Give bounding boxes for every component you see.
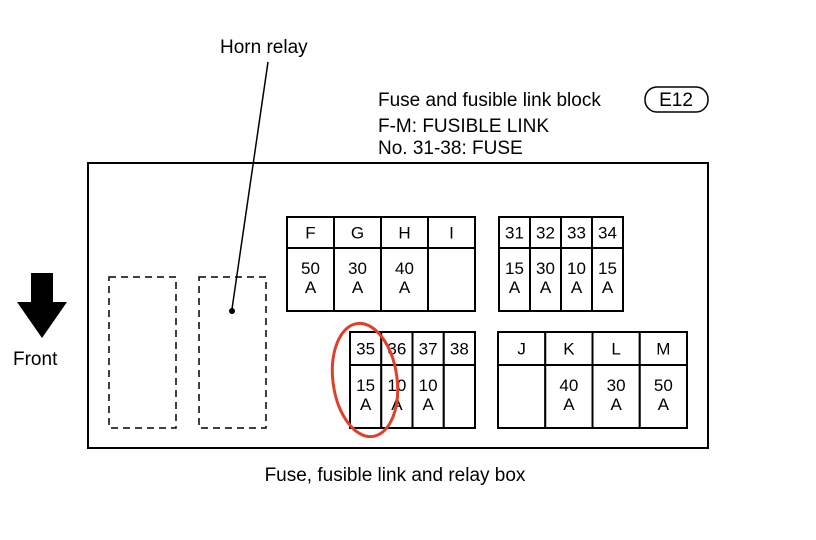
fuse-id: H <box>398 224 410 243</box>
fuse-rating-unit: A <box>399 278 411 297</box>
fuse-rating-unit: A <box>602 278 614 297</box>
cell-body <box>380 247 429 312</box>
fuse-rating-unit: A <box>360 395 372 414</box>
horn-relay-dot <box>229 308 235 314</box>
cell-header <box>380 331 414 366</box>
fuse-cell-33: 33 10A <box>560 216 593 312</box>
block-title: Fuse and fusible link block <box>378 90 601 111</box>
fuse-cell-H: H 40A <box>380 216 429 312</box>
horn-relay-label: Horn relay <box>220 37 308 58</box>
fuse-id: F <box>305 224 315 243</box>
fuse-cell-35: 35 15A <box>349 331 383 429</box>
fuse-rating-value: 30 <box>607 376 626 395</box>
fuse-id: 35 <box>356 340 375 359</box>
fuse-id: 38 <box>450 340 469 359</box>
fuse-id: J <box>517 340 526 359</box>
fuse-rating-value: 15 <box>505 259 524 278</box>
cell-body <box>411 364 445 429</box>
fuse-rating-value: 30 <box>348 259 367 278</box>
fuse-rating-unit: A <box>610 395 622 414</box>
fuse-rating-value: 10 <box>567 259 586 278</box>
cell-body <box>286 247 335 312</box>
fuse-id: L <box>611 340 620 359</box>
fuse-id: K <box>563 340 575 359</box>
cell-body <box>591 247 624 312</box>
fuse-id: G <box>351 224 364 243</box>
fuse-id: 34 <box>598 224 617 243</box>
fuse-id: 37 <box>419 340 438 359</box>
connector-id: E12 <box>659 90 693 111</box>
fuse-rating-unit: A <box>422 395 434 414</box>
fuse-cell-G: G 30A <box>333 216 382 312</box>
fuse-id: 31 <box>505 224 524 243</box>
fuse-id: I <box>449 224 454 243</box>
cell-body <box>427 247 476 312</box>
relay-box-outline <box>87 162 709 449</box>
cell-header <box>638 331 688 366</box>
fuse-rating-unit: A <box>571 278 583 297</box>
fuse-id: M <box>656 340 670 359</box>
fuse-cell-31: 31 15A <box>498 216 531 312</box>
cell-body <box>333 247 382 312</box>
fuse-rating-unit: A <box>563 395 575 414</box>
fuse-cell-32: 32 30A <box>529 216 562 312</box>
fuse-rating-value: 50 <box>654 376 673 395</box>
fuse-rating-value: 50 <box>301 259 320 278</box>
fuse-rating-unit: A <box>658 395 670 414</box>
fuse-id: 33 <box>567 224 586 243</box>
fuse-cell-M: M 50A <box>638 331 688 429</box>
fuse-rating-value: 15 <box>598 259 617 278</box>
fuse-cell-K: K 40A <box>544 331 594 429</box>
fuse-rating-unit: A <box>540 278 552 297</box>
relay-slot-empty <box>108 276 177 429</box>
fusible-link-note: F-M: FUSIBLE LINK <box>378 116 549 137</box>
cell-header <box>427 216 476 249</box>
fuse-id: 32 <box>536 224 555 243</box>
cell-body <box>497 364 547 429</box>
fuse-cell-F: F 50A <box>286 216 335 312</box>
fuse-rating-value: 40 <box>559 376 578 395</box>
fuse-cell-L: L 30A <box>591 331 641 429</box>
fuse-rating-value: 30 <box>536 259 555 278</box>
box-caption: Fuse, fusible link and relay box <box>265 465 526 486</box>
front-label: Front <box>13 349 58 370</box>
cell-body <box>442 364 476 429</box>
cell-body <box>591 364 641 429</box>
highlight-circle-fuse-35-36 <box>330 321 400 439</box>
cell-body <box>544 364 594 429</box>
cell-body <box>638 364 688 429</box>
horn-relay-leader-line <box>231 61 269 310</box>
front-arrow-icon <box>17 273 67 338</box>
cell-body <box>349 364 383 429</box>
fuse-rating-unit: A <box>352 278 364 297</box>
fuse-rating-unit: A <box>305 278 317 297</box>
fuse-rating-value: 40 <box>395 259 414 278</box>
fuse-cell-38: 38 <box>442 331 476 429</box>
fuse-cell-37: 37 10A <box>411 331 445 429</box>
fuse-cell-34: 34 15A <box>591 216 624 312</box>
horn-relay-slot <box>198 276 267 429</box>
fuse-rating-value: 10 <box>419 376 438 395</box>
fuse-note: No. 31-38: FUSE <box>378 138 523 159</box>
connector-id-badge <box>644 86 709 113</box>
fuse-rating-unit: A <box>509 278 521 297</box>
fuse-cell-I: I <box>427 216 476 312</box>
fuse-rating-value: 15 <box>356 376 375 395</box>
fuse-cell-J: J <box>497 331 547 429</box>
